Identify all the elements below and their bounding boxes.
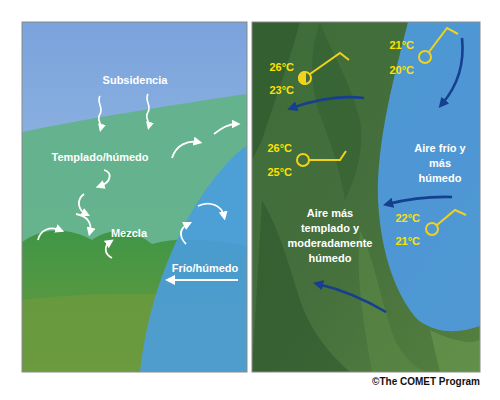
- temperature-value: 22°C: [376, 211, 420, 226]
- region-label: Subsidencia: [90, 73, 180, 88]
- air-mass-label: Aire frío y más húmedo: [407, 141, 473, 186]
- dewpoint-value: 25°C: [248, 165, 292, 180]
- cross-section-panel: [22, 22, 247, 372]
- panel-frame: [252, 22, 480, 372]
- dewpoint-value: 20°C: [370, 63, 414, 78]
- map-panel: [252, 22, 480, 372]
- mixing-arrows: [38, 124, 236, 258]
- station-plots: [297, 28, 466, 235]
- cold-flow-arrow: [170, 279, 238, 281]
- terrain-relief: [252, 22, 480, 372]
- terrain: [252, 22, 480, 372]
- temperature-value: 26°C: [248, 141, 292, 156]
- region-label: Mezcla: [99, 226, 159, 241]
- dewpoint-value: 23°C: [250, 83, 294, 98]
- panel-frame: [22, 22, 247, 372]
- region-label: Frío/húmedo: [163, 261, 247, 276]
- air-mass-label: Aire más templado y moderadamente húmedo: [281, 206, 379, 266]
- region-label: Templado/húmedo: [45, 150, 155, 165]
- temperature-value: 21°C: [370, 38, 414, 53]
- dewpoint-value: 21°C: [376, 234, 420, 249]
- subsidence-arrows: [99, 94, 150, 128]
- copyright-note: ©The COMET Program: [280, 374, 480, 389]
- warm-moist-air: [22, 94, 247, 372]
- cold-air-dome: [140, 145, 247, 372]
- temperature-value: 26°C: [250, 60, 294, 75]
- sky: [22, 22, 247, 372]
